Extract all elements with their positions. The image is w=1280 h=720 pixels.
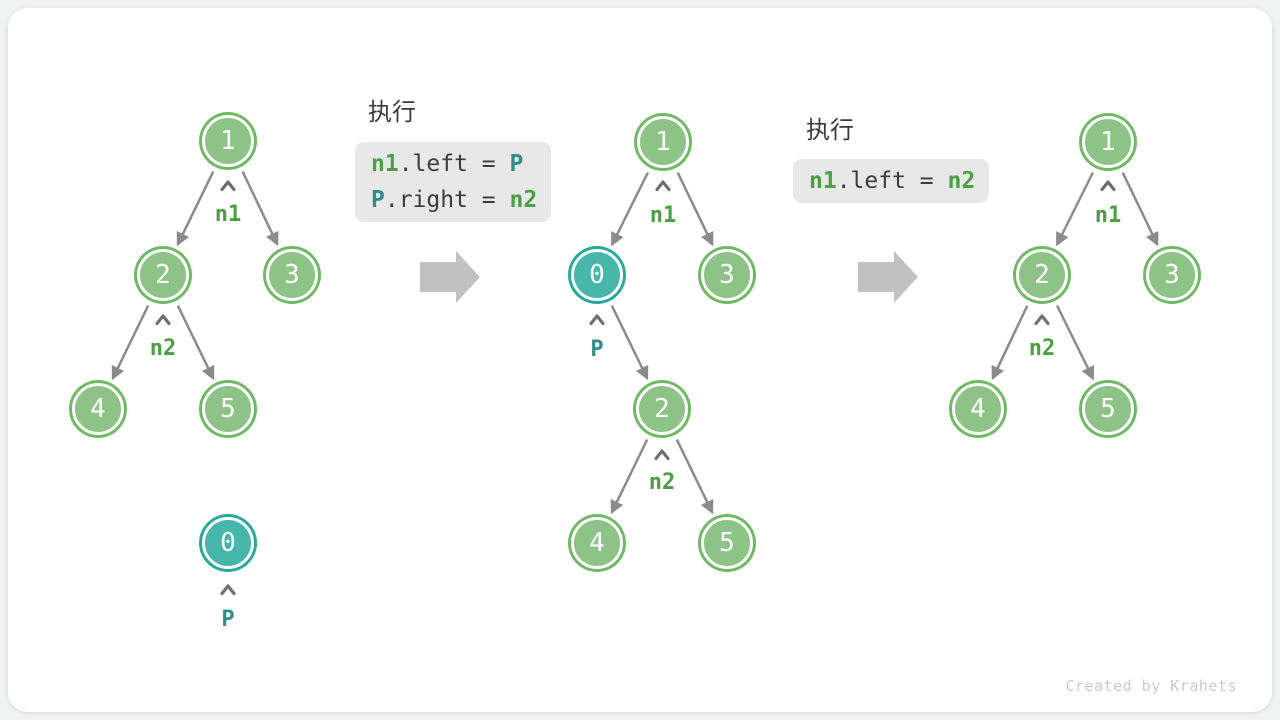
flow-arrow-icon [420,251,480,303]
tree3-edges [991,171,1159,381]
edge-2-5 [1055,304,1095,381]
tree2-pointer-p: P [590,337,604,362]
edge-1-2 [1055,171,1095,247]
edge-2-5 [176,305,215,381]
tree1-node-0: 0 [202,517,254,569]
caret-up-icon [654,449,670,461]
tree2-pointer-n2: n2 [648,470,676,495]
caret-up-icon [1100,180,1116,192]
code-token: n1 [809,168,837,194]
tree3-node-5: 5 [1082,383,1134,435]
caret-up-icon [1034,314,1050,326]
code-token: n2 [509,187,538,213]
exec-title-1: 执行 [368,98,416,126]
caret-up-icon [220,584,236,596]
tree1-node-5: 5 [202,383,254,435]
tree3-node-1: 1 [1082,116,1134,168]
tree1-pointer-n1: n1 [214,202,242,227]
edge-2-4 [991,305,1029,381]
caret-up-icon [589,314,605,326]
flow-arrows [420,251,918,303]
tree2-node-5: 5 [701,517,753,569]
tree1-edges [111,171,279,381]
tree2-node-3: 3 [701,249,753,301]
tree1-pointer-p: P [221,607,235,632]
tree1-node-2: 2 [137,249,189,301]
edge-2-5 [675,439,714,515]
edge-1-3 [241,171,279,247]
tree1-node-4: 4 [72,383,124,435]
code-token: .left = [836,168,948,194]
code-line: P.right = n2 [371,182,537,218]
code-block-2: n1.left = n2 [793,159,990,203]
code-token: n1 [371,151,399,177]
edge-2-4 [111,305,150,381]
caret-up-icon [220,180,236,192]
tree3-pointer-n1: n1 [1094,203,1122,228]
tree3-node-3: 3 [1146,249,1198,301]
tree3-node-2: 2 [1016,249,1068,301]
edge-2-4 [610,439,649,515]
code-line: n1.left = n2 [809,163,975,199]
code-token: .right = [384,187,510,213]
code-token: .left = [398,151,510,177]
tree2-edges [610,171,714,515]
code-line: n1.left = P [371,146,537,182]
flow-arrow-icon [858,251,918,303]
edge-1-0 [610,171,650,247]
edge-0-2 [610,305,649,381]
tree2-pointer-n1: n1 [649,203,677,228]
edge-1-2 [176,171,215,247]
code-token: n2 [947,168,976,194]
exec-title-2: 执行 [806,116,854,144]
tree2-node-4: 4 [571,517,623,569]
tree3-pointer-n2: n2 [1028,336,1056,361]
caret-up-icon [655,180,671,192]
code-block-1: n1.left = P P.right = n2 [355,142,552,222]
tree1-pointer-n2: n2 [149,336,177,361]
caret-up-icon [155,314,171,326]
tree1-node-1: 1 [202,115,254,167]
pointer-carets [155,180,1116,596]
tree3-node-4: 4 [952,383,1004,435]
edge-1-3 [1121,172,1159,247]
tree2-node-1: 1 [637,116,689,168]
tree2-node-2: 2 [636,383,688,435]
code-token: P [371,187,385,213]
credit-text: Created by Krahets [1065,677,1237,695]
tree2-node-0: 0 [571,249,623,301]
edge-1-3 [676,172,714,247]
code-token: P [509,151,524,177]
tree1-node-3: 3 [266,249,318,301]
